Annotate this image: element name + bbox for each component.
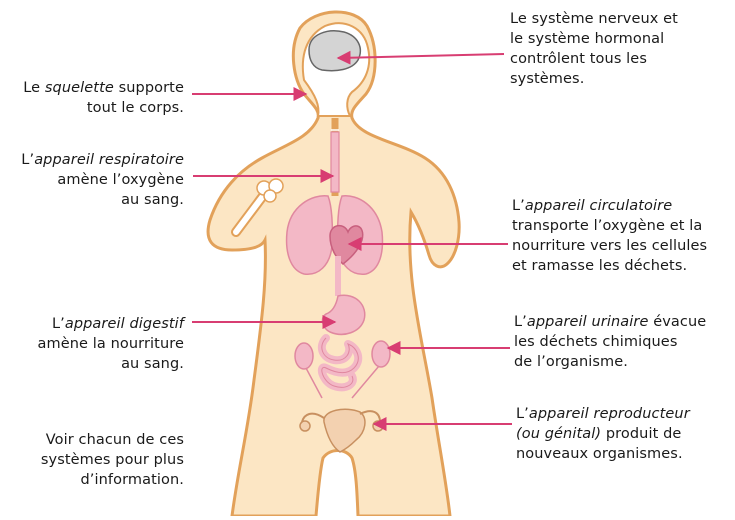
left-kidney <box>295 343 313 369</box>
label-digestive: L’appareil digestif amène la nourriture … <box>12 314 184 374</box>
label-line: et ramasse les déchets. <box>512 256 707 276</box>
label-line: Le système nerveux et <box>510 9 678 29</box>
label-line: tout le corps. <box>12 98 184 118</box>
label-urinary: L’appareil urinaire évacue les déchets c… <box>514 312 706 372</box>
label-line: amène la nourriture <box>12 334 184 354</box>
label-line: au sang. <box>12 354 184 374</box>
label-line: de l’organisme. <box>514 352 706 372</box>
label-line: nouveaux organismes. <box>516 444 690 464</box>
label-line: d’information. <box>12 470 184 490</box>
label-line: les déchets chimiques <box>514 332 706 352</box>
label-line: nourriture vers les cellules <box>512 236 707 256</box>
right-ovary <box>373 421 383 431</box>
label-respiratory: L’appareil respiratoire amène l’oxygène … <box>12 150 184 210</box>
label-line: transporte l’oxygène et la <box>512 216 707 236</box>
label-line: systèmes pour plus <box>12 450 184 470</box>
label-line: L’appareil circulatoire <box>512 196 707 216</box>
label-line: au sang. <box>12 190 184 210</box>
label-line: systèmes. <box>510 69 678 89</box>
label-line: L’appareil digestif <box>12 314 184 334</box>
trachea <box>331 132 339 192</box>
label-see-each: Voir chacun de ces systèmes pour plus d’… <box>12 430 184 490</box>
label-line: L’appareil reproducteur <box>516 404 690 424</box>
label-line: (ou génital) produit de <box>516 424 690 444</box>
label-line: Le squelette supporte <box>12 78 184 98</box>
label-line: Voir chacun de ces <box>12 430 184 450</box>
label-circulatory: L’appareil circulatoire transporte l’oxy… <box>512 196 707 276</box>
label-reproductive: L’appareil reproducteur (ou génital) pro… <box>516 404 690 464</box>
left-ovary <box>300 421 310 431</box>
label-skeleton: Le squelette supporte tout le corps. <box>12 78 184 118</box>
label-line: le système hormonal <box>510 29 678 49</box>
label-line: L’appareil respiratoire <box>12 150 184 170</box>
label-line: amène l’oxygène <box>12 170 184 190</box>
right-kidney <box>372 341 390 367</box>
brain <box>309 31 360 71</box>
label-line: contrôlent tous les <box>510 49 678 69</box>
label-nervous-hormonal: Le système nerveux et le système hormona… <box>510 9 678 89</box>
label-line: L’appareil urinaire évacue <box>514 312 706 332</box>
